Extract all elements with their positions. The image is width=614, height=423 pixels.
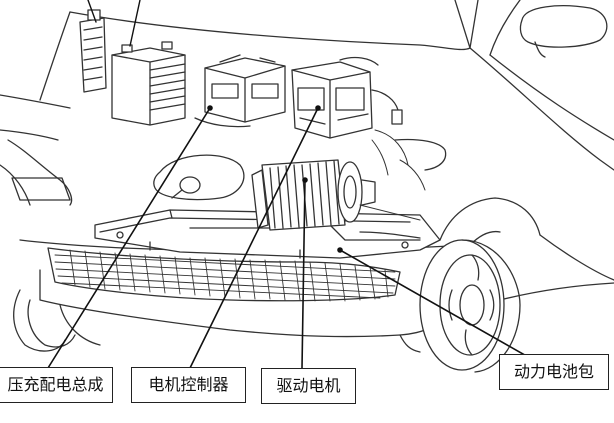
front-grille — [47, 247, 401, 302]
wiring — [359, 129, 426, 221]
car-body-outline — [0, 0, 614, 353]
label-battery-pack: 动力电池包 — [499, 354, 609, 390]
label-motor-controller: 电机控制器 — [131, 367, 246, 403]
leader-motor-controller — [189, 107, 319, 369]
left-wheel — [27, 299, 76, 348]
leader-lines — [47, 105, 531, 369]
leader-battery-pack — [339, 249, 531, 359]
hv-box-left — [79, 9, 107, 93]
charge-port — [153, 154, 245, 201]
aux-battery — [111, 41, 186, 126]
front-wheel — [419, 239, 521, 373]
pdu-module — [194, 54, 286, 128]
leader-hv-dist — [47, 107, 211, 369]
side-mirror — [519, 5, 608, 48]
label-drive-motor: 驱动电机 — [261, 368, 356, 404]
leader-lines-top — [87, 0, 141, 47]
drive-motor — [251, 159, 376, 231]
label-high-voltage-distribution: 压充配电总成 — [0, 367, 113, 403]
leader-drive-motor — [301, 179, 306, 369]
